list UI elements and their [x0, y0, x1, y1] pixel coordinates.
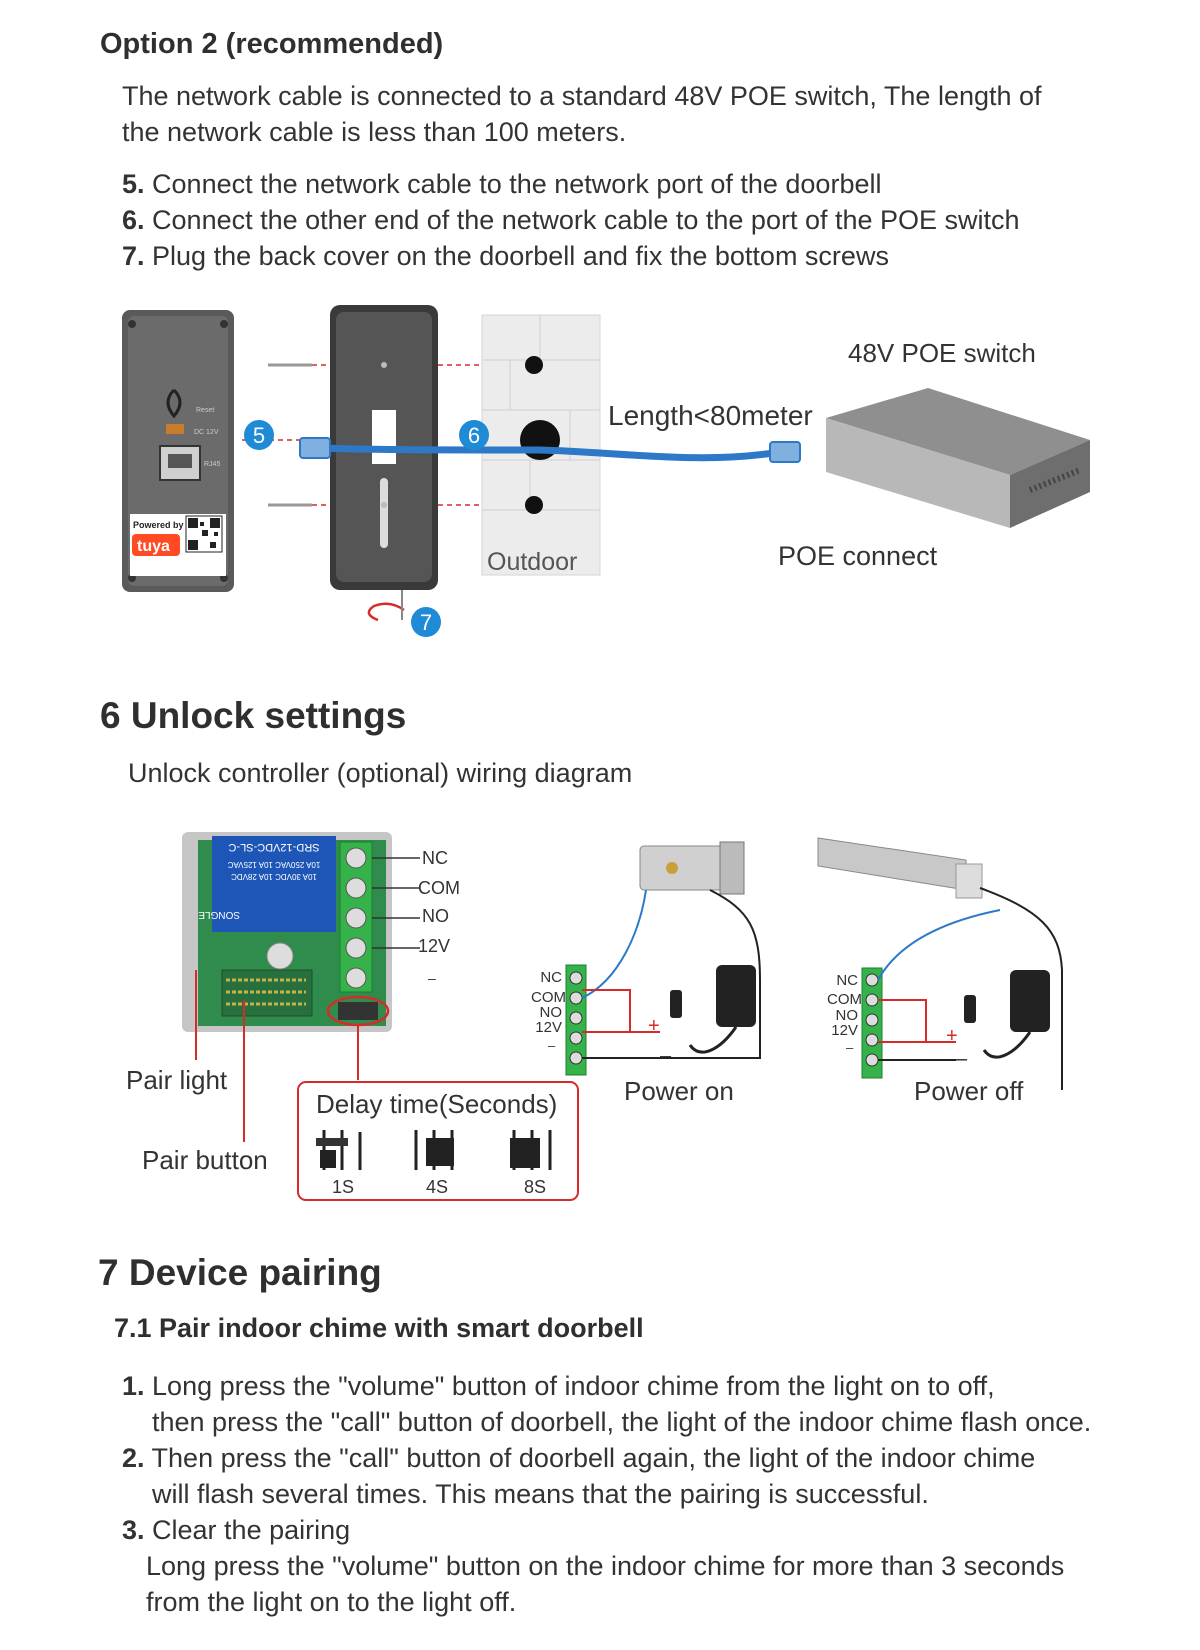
switch-label: 48V POE switch	[848, 338, 1036, 368]
power-adapter-icon	[1010, 970, 1050, 1032]
pairing-step: 3. Clear the pairing Long press the "vol…	[122, 1512, 1182, 1620]
magnetic-lock-icon	[817, 837, 967, 891]
svg-text:12V: 12V	[535, 1019, 562, 1036]
poe-switch	[826, 388, 1090, 528]
rj45-label: RJ45	[204, 461, 220, 468]
poe-install-diagram: Reset DC 12V RJ45 Powered by tuya	[122, 305, 1090, 637]
rj45-plug-right	[769, 441, 801, 463]
badge-6: 6	[459, 420, 489, 450]
pairing-step-line: Long press the "volume" button on the in…	[146, 1551, 1065, 1581]
pairing-step-number: 1.	[122, 1371, 145, 1401]
relay-component	[212, 836, 336, 932]
delay-8s: 8S	[524, 1177, 546, 1197]
install-steps: 5. Connect the network cable to the netw…	[122, 166, 1020, 274]
step-item: 5. Connect the network cable to the netw…	[122, 166, 1020, 202]
step-text: Connect the network cable to the network…	[144, 169, 882, 199]
dc-label: DC 12V	[194, 429, 219, 436]
power-on-label: Power on	[624, 1076, 734, 1106]
power-off-label: Power off	[914, 1076, 1024, 1106]
pair-button-label: Pair button	[142, 1145, 268, 1175]
svg-text:–: –	[956, 1048, 968, 1070]
power-on-diagram: NC COM NO 12V – + – Power on	[531, 841, 761, 1106]
relay-board: SRD-12VDC-SL-C 10A 250VAC 10A 125VAC 10A…	[182, 832, 392, 1032]
delay-1s: 1S	[332, 1177, 354, 1197]
rj45-plug-left	[299, 437, 331, 459]
network-cable	[317, 444, 781, 462]
reset-label: Reset	[196, 407, 214, 414]
terminal-no: NO	[422, 906, 449, 926]
pairing-subtitle: 7.1 Pair indoor chime with smart doorbel…	[114, 1313, 644, 1343]
pairing-step: 2. Then press the "call" button of doorb…	[122, 1440, 1182, 1512]
step-text: Plug the back cover on the doorbell and …	[144, 241, 889, 271]
pairing-step-line: Long press the "volume" button of indoor…	[144, 1371, 995, 1401]
pairing-step-line: Then press the "call" button of doorbell…	[144, 1443, 1036, 1473]
svg-text:COM: COM	[827, 991, 862, 1008]
badge-5: 5	[244, 420, 274, 450]
rotate-arrow-icon	[367, 602, 405, 622]
option-title: Option 2 (recommended)	[100, 28, 444, 60]
pairing-step-number: 3.	[122, 1515, 145, 1545]
pairing-step-line: Clear the pairing	[144, 1515, 351, 1545]
step-number: 5.	[122, 169, 145, 199]
qr-code-icon	[185, 515, 223, 553]
svg-text:NC: NC	[540, 969, 562, 986]
pairing-step-line: from the light on to the light off.	[146, 1587, 517, 1617]
pairing-step-line: then press the "call" button of doorbell…	[152, 1407, 1092, 1437]
svg-text:COM: COM	[531, 989, 566, 1006]
step-text: Connect the other end of the network cab…	[144, 205, 1020, 235]
svg-text:10A 250VAC 10A 125VAC: 10A 250VAC 10A 125VAC	[227, 860, 320, 869]
length-label: Length<80meter	[608, 400, 813, 431]
pairing-step: 1. Long press the "volume" button of ind…	[122, 1368, 1182, 1440]
step-item: 7. Plug the back cover on the doorbell a…	[122, 238, 1020, 274]
pairing-step-line: will flash several times. This means tha…	[152, 1479, 929, 1509]
jumper-4s-icon	[414, 1130, 454, 1170]
outdoor-wall: Outdoor	[481, 314, 601, 576]
svg-text:NC: NC	[836, 972, 858, 989]
svg-text:–: –	[548, 1038, 556, 1053]
unlock-subtitle: Unlock controller (optional) wiring diag…	[128, 758, 633, 788]
unlock-wiring-diagram: SRD-12VDC-SL-C 10A 250VAC 10A 125VAC 10A…	[126, 832, 1063, 1201]
terminal-com: COM	[418, 878, 460, 898]
svg-text:–: –	[660, 1045, 672, 1067]
svg-text:SRD-12VDC-SL-C: SRD-12VDC-SL-C	[228, 841, 319, 853]
delay-4s: 4S	[426, 1177, 448, 1197]
svg-text:7: 7	[420, 610, 432, 635]
svg-text:SONGLE: SONGLE	[198, 909, 240, 920]
power-off-diagram: NC COM NO 12V – + – Power off	[817, 837, 1063, 1106]
svg-text:5: 5	[253, 423, 265, 448]
badge-7: 7	[411, 607, 441, 637]
pairing-section-title: 7 Device pairing	[98, 1252, 382, 1293]
step-number: 6.	[122, 205, 145, 235]
step-item: 6. Connect the other end of the network …	[122, 202, 1020, 238]
svg-text:10A 30VDC 10A 28VDC: 10A 30VDC 10A 28VDC	[231, 872, 317, 881]
pairing-step-number: 2.	[122, 1443, 145, 1473]
electric-lock-icon	[639, 845, 731, 891]
svg-text:+: +	[946, 1025, 958, 1047]
terminal-12v: 12V	[418, 936, 450, 956]
delay-title: Delay time(Seconds)	[316, 1089, 557, 1119]
powered-by-label: Powered by	[133, 520, 184, 530]
svg-text:NO: NO	[540, 1004, 563, 1021]
pair-light-label: Pair light	[126, 1065, 228, 1095]
pairing-steps: 1. Long press the "volume" button of ind…	[122, 1368, 1182, 1620]
svg-text:–: –	[846, 1040, 854, 1055]
jumper-1s-icon	[316, 1130, 362, 1170]
delay-time-box: Delay time(Seconds) 1S 4S 8S	[297, 1081, 579, 1201]
doorbell-back: Reset DC 12V RJ45 Powered by tuya	[122, 310, 234, 592]
jumper-8s-icon	[510, 1130, 552, 1170]
svg-text:6: 6	[468, 423, 480, 448]
unlock-section-title: 6 Unlock settings	[100, 695, 407, 736]
tuya-logo	[132, 534, 180, 556]
power-adapter-icon	[716, 965, 756, 1027]
poe-connect-label: POE connect	[778, 541, 938, 571]
terminal-minus: –	[428, 970, 436, 986]
svg-text:NO: NO	[836, 1007, 859, 1024]
svg-text:12V: 12V	[831, 1022, 858, 1039]
option-description: The network cable is connected to a stan…	[122, 81, 1042, 147]
tuya-brand: tuya	[137, 538, 170, 555]
outdoor-label: Outdoor	[487, 548, 577, 576]
step-number: 7.	[122, 241, 145, 271]
svg-text:+: +	[648, 1015, 660, 1037]
terminal-nc: NC	[422, 848, 448, 868]
